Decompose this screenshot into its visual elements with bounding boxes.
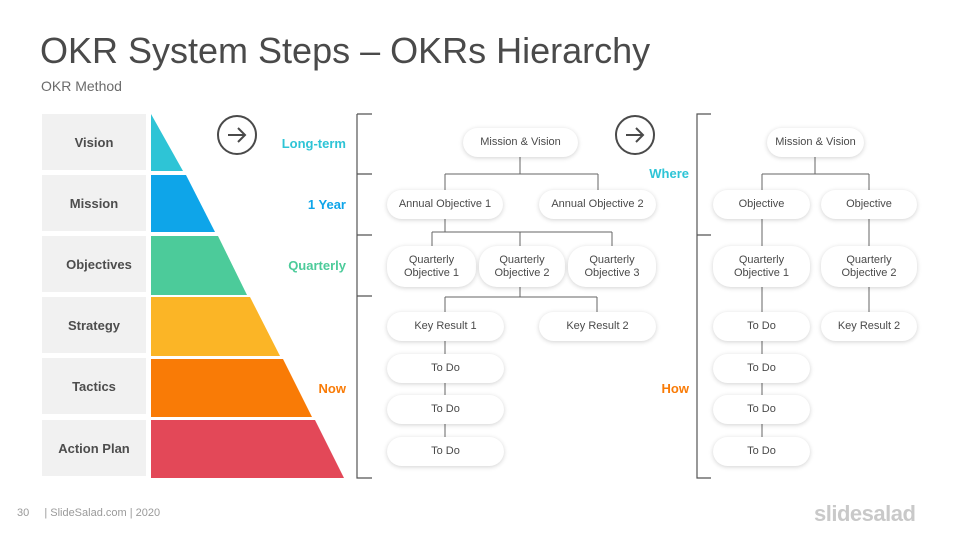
node-key-result-2: Key Result 2 [539,312,656,341]
connector-right-root [761,157,870,190]
bracket-left [356,113,372,479]
pyramid-band-action-plan [151,420,344,478]
timeframe-long-term: Long-term [281,136,346,151]
arrow-right-circle-icon [217,115,257,155]
footer: 30 | SlideSalad.com | 2020 [17,507,160,519]
node-mission-vision-right: Mission & Vision [767,128,864,157]
node-to-do: To Do [387,395,504,424]
node-to-do-right: To Do [713,395,810,424]
pyramid-band-mission [151,175,215,232]
timeframe-now: Now [318,381,346,396]
node-quarterly-objective-1: Quarterly Objective 1 [387,246,476,287]
node-to-do-right: To Do [713,312,810,341]
node-quarterly-objective-3: Quarterly Objective 3 [568,246,656,287]
brand-logo: slidesalad [814,501,916,526]
level-label-vision: Vision [42,114,146,170]
connector-left-annual [431,219,613,246]
node-to-do: To Do [387,354,504,383]
arrow-right-circle-icon [615,115,655,155]
footer-credit: | SlideSalad.com | 2020 [44,507,161,519]
connector-left-root [444,157,599,190]
node-objective: Objective [821,190,917,219]
pyramid-band-objectives [151,236,247,295]
pyramid-band-vision [151,114,183,171]
page-subtitle: OKR Method [41,78,122,94]
timeframe-quarterly: Quarterly [288,258,346,273]
timeframe-where: Where [649,166,689,181]
node-key-result-1: Key Result 1 [387,312,504,341]
node-quarterly-objective-1-right: Quarterly Objective 1 [713,246,810,287]
level-label-mission: Mission [42,175,146,231]
level-label-objectives: Objectives [42,236,146,292]
bracket-right [696,113,711,479]
node-objective: Objective [713,190,810,219]
node-to-do-right: To Do [713,354,810,383]
node-quarterly-objective-2-right: Quarterly Objective 2 [821,246,917,287]
pyramid-band-tactics [151,359,312,417]
level-label-action-plan: Action Plan [42,420,146,476]
node-to-do-right: To Do [713,437,810,466]
connector-right-objectives [761,219,870,246]
connector-left-quarterly [444,287,598,312]
level-label-tactics: Tactics [42,358,146,414]
node-key-result-2-right: Key Result 2 [821,312,917,341]
node-to-do: To Do [387,437,504,466]
timeframe-one-year: 1 Year [307,197,346,212]
page-title: OKR System Steps – OKRs Hierarchy [40,30,651,71]
timeframe-how: How [661,381,689,396]
pyramid-band-strategy [151,297,280,356]
node-annual-objective-2: Annual Objective 2 [539,190,656,219]
page-number: 30 [17,507,30,519]
node-mission-vision: Mission & Vision [463,128,578,157]
node-quarterly-objective-2: Quarterly Objective 2 [479,246,565,287]
level-label-strategy: Strategy [42,297,146,353]
node-annual-objective-1: Annual Objective 1 [387,190,503,219]
